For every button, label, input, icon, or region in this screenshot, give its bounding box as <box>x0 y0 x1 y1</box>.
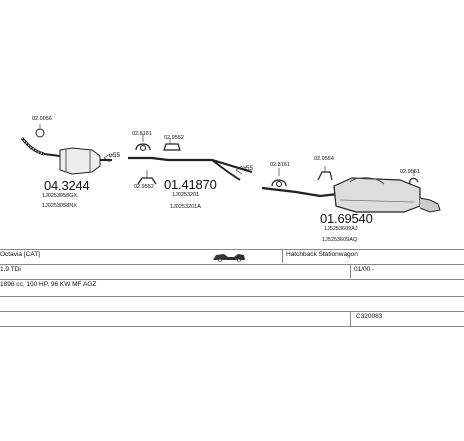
part-number-middle: 01.41870 <box>164 177 217 192</box>
hanger-code-2: 02.8161 <box>132 131 152 137</box>
hanger-5 <box>271 168 287 187</box>
part-number-rear: 01.69540 <box>320 211 373 226</box>
hanger-code-4: 02.9552 <box>134 184 154 190</box>
part-number-front: 04.3244 <box>44 178 90 193</box>
spec-detail: 1896 cc, 100 HP, 96 KW MF AGZ <box>0 281 97 288</box>
middle-pipe <box>128 156 253 174</box>
spec-row-model: Octavia [CAT] Hatchback Stationwagon <box>0 249 464 264</box>
spec-model: Octavia [CAT] <box>0 251 40 258</box>
catalytic-converter <box>59 147 112 175</box>
oe-number-front-a: 1J0253058GX <box>42 193 78 199</box>
hanger-4 <box>137 170 157 185</box>
table-bottom-line <box>0 326 464 327</box>
clamp-1 <box>35 128 45 138</box>
spec-row-ref: C320083 <box>0 311 464 326</box>
spec-row-engine: 1.9 TDi 01/00 - <box>0 264 464 279</box>
rear-pipe <box>261 186 339 198</box>
body-style-icon <box>212 252 246 265</box>
hanger-code-6: 02.9554 <box>314 156 334 162</box>
col-divider-1 <box>282 249 283 263</box>
col-divider-3 <box>350 311 351 326</box>
spec-ref: C320083 <box>356 313 383 320</box>
exhaust-system-diagram <box>20 124 441 213</box>
front-flex-pipe <box>20 137 45 156</box>
spec-body: Hatchback Stationwagon <box>286 251 358 258</box>
col-divider-2 <box>350 264 351 278</box>
hanger-2 <box>135 134 151 151</box>
hanger-6 <box>317 166 333 181</box>
diameter-label-2: ⌀55 <box>242 165 254 172</box>
hanger-code-5: 02.8161 <box>270 162 290 168</box>
hanger-code-7: 02.9561 <box>400 169 420 175</box>
hanger-code-3: 02.9552 <box>164 135 184 141</box>
spec-row-detail: 1896 cc, 100 HP, 96 KW MF AGZ <box>0 279 464 294</box>
spec-row-empty <box>0 296 464 311</box>
oe-number-rear-a: 1J5253609AJ <box>324 226 358 232</box>
oe-number-middle-b: 1J0253201A <box>170 204 201 210</box>
oe-number-middle-a: 1J0253201 <box>172 192 200 198</box>
spec-year: 01/00 - <box>354 266 375 273</box>
oe-number-front-b: 1J0253058NX <box>42 203 77 209</box>
rear-silencer <box>333 177 441 213</box>
spec-engine: 1.9 TDi <box>0 266 21 273</box>
clamp-code-1: 02.0056 <box>32 116 52 122</box>
hanger-3 <box>163 138 181 151</box>
diameter-label-1: ⌀55 <box>109 152 121 159</box>
hanger-7 <box>409 170 419 185</box>
oe-number-rear-b: 1J5253609AQ <box>322 237 358 243</box>
